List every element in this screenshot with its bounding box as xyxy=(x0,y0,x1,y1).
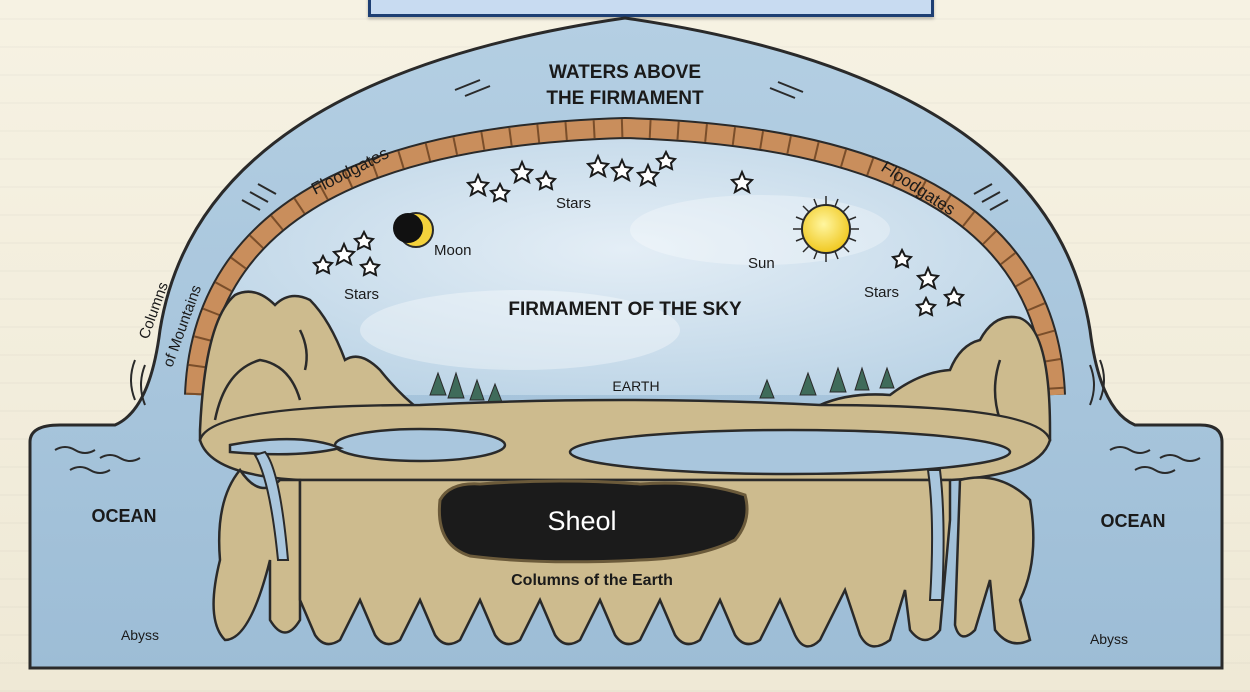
label-waters-above-2: THE FIRMAMENT xyxy=(546,88,704,109)
label-earth: EARTH xyxy=(612,378,659,394)
label-stars-left: Stars xyxy=(344,286,379,303)
earth-disc xyxy=(200,400,1050,480)
label-abyss-right: Abyss xyxy=(1090,631,1128,647)
label-sheol: Sheol xyxy=(547,506,616,536)
label-abyss-left: Abyss xyxy=(121,627,159,643)
label-moon: Moon xyxy=(434,242,472,259)
label-columns-earth: Columns of the Earth xyxy=(511,572,673,589)
label-ocean-left: OCEAN xyxy=(91,506,156,526)
label-sun: Sun xyxy=(748,255,775,272)
label-firmament-sky: FIRMAMENT OF THE SKY xyxy=(508,299,742,320)
label-waters-above-1: WATERS ABOVE xyxy=(549,62,701,83)
label-stars-top: Stars xyxy=(556,195,591,212)
label-ocean-right: OCEAN xyxy=(1100,511,1165,531)
label-stars-right: Stars xyxy=(864,284,899,301)
